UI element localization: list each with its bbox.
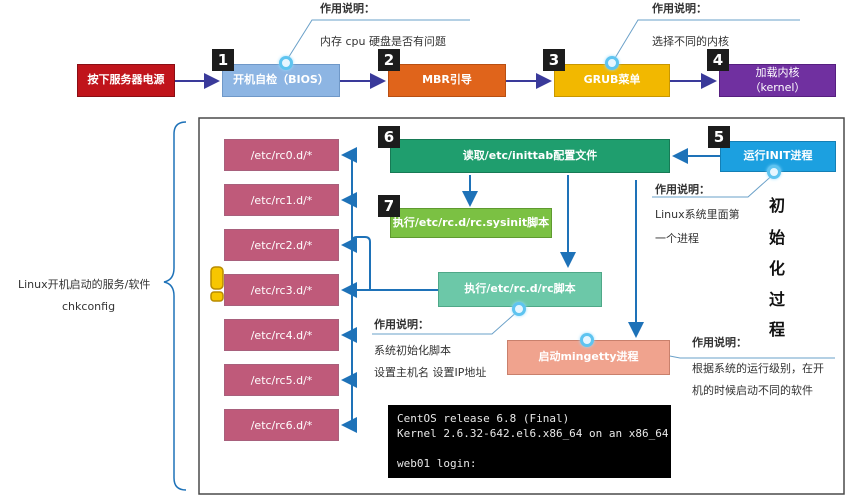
grub-note-marker xyxy=(605,56,619,70)
bios-note-marker xyxy=(279,56,293,70)
rc-dir-1: /etc/rc1.d/* xyxy=(224,184,339,216)
rc-dir-2: /etc/rc2.d/* xyxy=(224,229,339,261)
bios-note-title: 作用说明： xyxy=(320,2,375,15)
grub-note-leader xyxy=(611,19,800,64)
console-line-3 xyxy=(397,441,662,456)
kernel-box: 加载内核 （kernel） xyxy=(719,64,836,97)
init-note-text1: Linux系统里面第 xyxy=(655,208,740,221)
init-note-title: 作用说明： xyxy=(655,183,710,196)
rc-script-box: 执行/etc/rc.d/rc脚本 xyxy=(438,272,602,307)
console-line-2: Kernel 2.6.32-642.el6.x86_64 on an x86_6… xyxy=(397,427,669,440)
init-note-leader xyxy=(652,171,777,198)
bios-box: 开机自检（BIOS） xyxy=(222,64,340,97)
login-console: CentOS release 6.8 (Final) Kernel 2.6.32-… xyxy=(388,405,671,478)
rc-note-text2: 设置主机名 设置IP地址 xyxy=(374,366,487,379)
rc-dir-6: /etc/rc6.d/* xyxy=(224,409,339,441)
grub-note-title: 作用说明： xyxy=(652,2,707,15)
bios-note-text: 内存 cpu 硬盘是否有问题 xyxy=(320,35,446,48)
init-process-frame xyxy=(198,117,845,495)
rc-note-title: 作用说明： xyxy=(374,318,429,331)
rc-note-marker xyxy=(512,302,526,316)
init-process-char-5: 程 xyxy=(769,320,786,339)
side-label-line1: Linux开机启动的服务/软件 xyxy=(18,278,151,291)
init-note-marker xyxy=(767,165,781,179)
mingetty-note-text1: 根据系统的运行级别，在开 xyxy=(692,362,824,375)
kernel-label-line2: （kernel） xyxy=(749,80,806,94)
rc-dir-5: /etc/rc5.d/* xyxy=(224,364,339,396)
read-inittab-box: 读取/etc/inittab配置文件 xyxy=(390,139,670,173)
step-badge-4: 4 xyxy=(707,49,729,71)
mbr-box: MBR引导 xyxy=(388,64,506,97)
left-brace xyxy=(163,121,187,491)
step-badge-3: 3 xyxy=(543,49,565,71)
init-process-char-3: 化 xyxy=(769,259,786,278)
mingetty-note-marker xyxy=(580,333,594,347)
rc-dir-3: /etc/rc3.d/* xyxy=(224,274,339,306)
init-note-text2: 一个进程 xyxy=(655,232,699,245)
sysinit-box: 执行/etc/rc.d/rc.sysinit脚本 xyxy=(390,208,552,238)
rc-bus-hop xyxy=(351,236,371,290)
rc-dir-4: /etc/rc4.d/* xyxy=(224,319,339,351)
mingetty-note-text2: 机的时候启动不同的软件 xyxy=(692,384,813,397)
step-badge-1: 1 xyxy=(212,49,234,71)
init-process-char-1: 初 xyxy=(769,196,786,215)
rc-note-text1: 系统初始化脚本 xyxy=(374,344,451,357)
console-login-prompt[interactable]: web01 login: xyxy=(397,457,477,470)
grub-box: GRUB菜单 xyxy=(554,64,670,97)
init-process-char-4: 过 xyxy=(769,290,786,309)
step-badge-6: 6 xyxy=(378,126,400,148)
rc-dir-0: /etc/rc0.d/* xyxy=(224,139,339,171)
rc-note-leader xyxy=(372,309,520,335)
console-line-1: CentOS release 6.8 (Final) xyxy=(397,412,570,425)
warning-icon xyxy=(208,266,226,302)
step-badge-2: 2 xyxy=(378,49,400,71)
power-button-box: 按下服务器电源 xyxy=(77,64,175,97)
step-badge-7: 7 xyxy=(378,195,400,217)
step-badge-5: 5 xyxy=(708,126,730,148)
kernel-label-line1: 加载内核 xyxy=(755,66,800,80)
mingetty-note-title: 作用说明： xyxy=(692,336,747,349)
side-label-line2: chkconfig xyxy=(62,300,116,313)
grub-note-text: 选择不同的内核 xyxy=(652,35,729,48)
init-process-char-2: 始 xyxy=(769,228,786,247)
bios-note-leader xyxy=(284,19,470,64)
